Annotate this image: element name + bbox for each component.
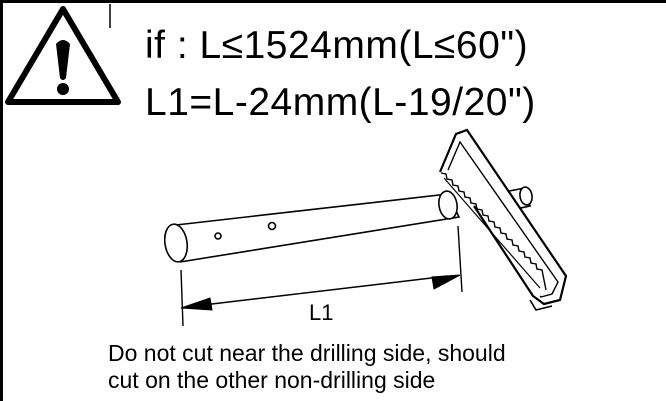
hacksaw-icon bbox=[438, 128, 568, 311]
condition-text: if : L≤1524mm(L≤60") bbox=[145, 24, 529, 67]
cut-length-formula: L1=L-24mm(L-19/20") bbox=[145, 81, 536, 124]
drill-hole bbox=[267, 221, 277, 231]
warning-triangle-icon bbox=[5, 6, 121, 105]
drill-hole bbox=[214, 232, 222, 240]
dimension-line bbox=[180, 225, 463, 327]
instruction-note-line-1: Do not cut near the drilling side, shoul… bbox=[108, 340, 506, 366]
dimension-label: L1 bbox=[309, 300, 334, 325]
instruction-note-line-2: cut on the other non-drilling side bbox=[108, 367, 436, 393]
